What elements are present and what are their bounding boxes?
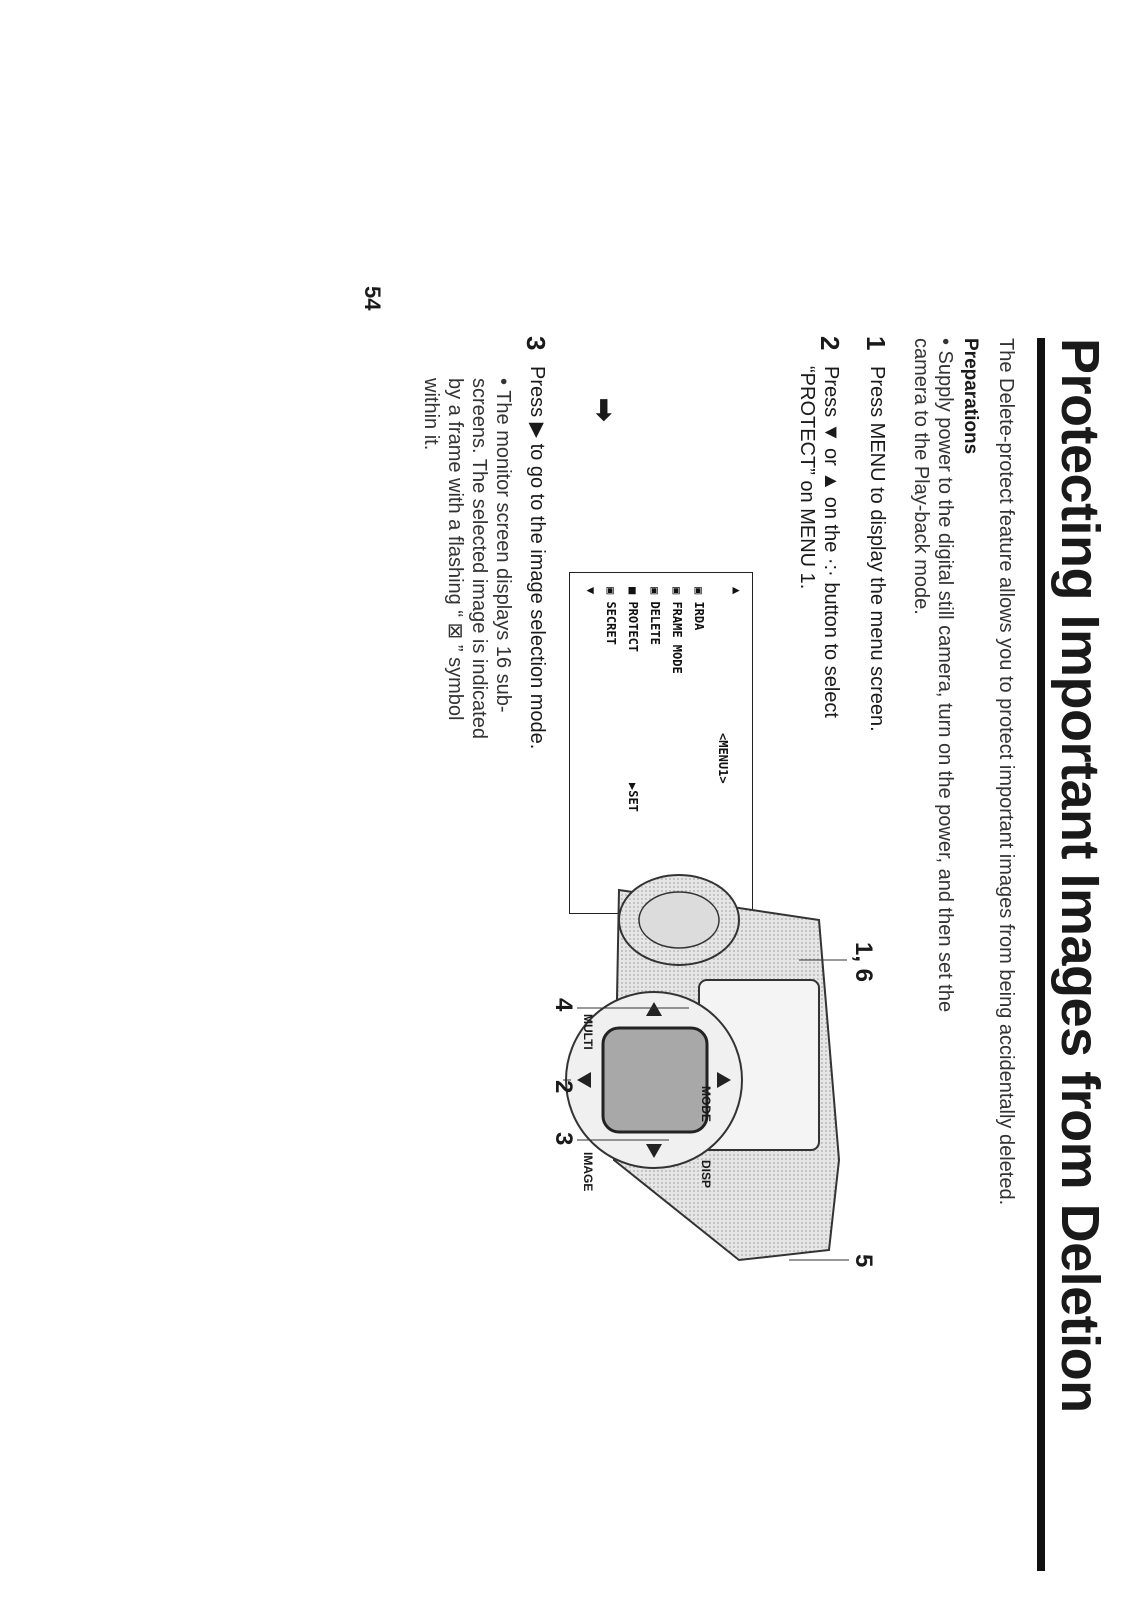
menu-item-label: PROTECT xyxy=(626,601,640,653)
menu-pointer-arrow: ➡ xyxy=(589,398,620,422)
callout-3: 3 xyxy=(550,1132,577,1146)
camera-drawing xyxy=(563,874,849,1262)
preparations-heading: Preparations xyxy=(960,338,981,455)
step-3-number: 3 xyxy=(521,336,551,351)
menu-item-label: SECRET xyxy=(604,601,618,645)
menu-item-label: FRAME MODE xyxy=(670,601,684,674)
menu-item-label: DELETE xyxy=(648,601,662,645)
menu-item-delete: ▣ DELETE xyxy=(648,587,662,645)
callout-5: 5 xyxy=(850,1254,877,1268)
camera-illustration: 1, 6 4 5 3 2 MODE DISP MULTI IMAGE xyxy=(550,830,877,1330)
title-rule xyxy=(1037,338,1045,1571)
callout-2: 2 xyxy=(550,1080,577,1094)
multi-button-label: MULTI xyxy=(581,1014,595,1050)
intro-text: The Delete-protect feature allows you to… xyxy=(995,338,1017,1206)
step-1-text: Press MENU to display the menu screen. xyxy=(866,366,888,732)
step-3-note: • The monitor screen displays 16 sub-scr… xyxy=(420,378,514,739)
preparations-text: • Supply power to the digital still came… xyxy=(910,338,956,1013)
step-1-number: 1 xyxy=(861,336,891,351)
step-2-number: 2 xyxy=(815,336,845,351)
menu-top-marker: ▲ xyxy=(730,587,744,595)
image-button-label: IMAGE xyxy=(581,1152,595,1192)
callout-1-6: 1, 6 xyxy=(850,942,877,983)
page-title: Protecting Important Images from Deletio… xyxy=(1050,338,1110,1413)
menu-item-secret: ▣ SECRET xyxy=(604,587,618,645)
disp-button-label: DISP xyxy=(699,1160,713,1189)
page-number: 54 xyxy=(360,286,385,311)
step-3-text: Press ▶ to go to the image selection mod… xyxy=(526,366,548,750)
mode-button-label: MODE xyxy=(699,1086,713,1122)
menu-bottom-marker: ▼ xyxy=(584,587,598,595)
menu-item-frame-mode: ▣ FRAME MODE xyxy=(670,587,684,674)
menu-set-label: ▶SET xyxy=(626,783,640,812)
callout-4: 4 xyxy=(550,998,577,1012)
menu-item-protect: ■ PROTECT xyxy=(626,587,640,653)
menu-item-irda: ▣ IRDA xyxy=(692,587,706,631)
step-2-text: Press ▼ or ▲ on the ·:· button to select… xyxy=(796,366,842,718)
menu-header: <MENU1> xyxy=(716,733,730,784)
menu-item-label: IRDA xyxy=(692,601,706,631)
